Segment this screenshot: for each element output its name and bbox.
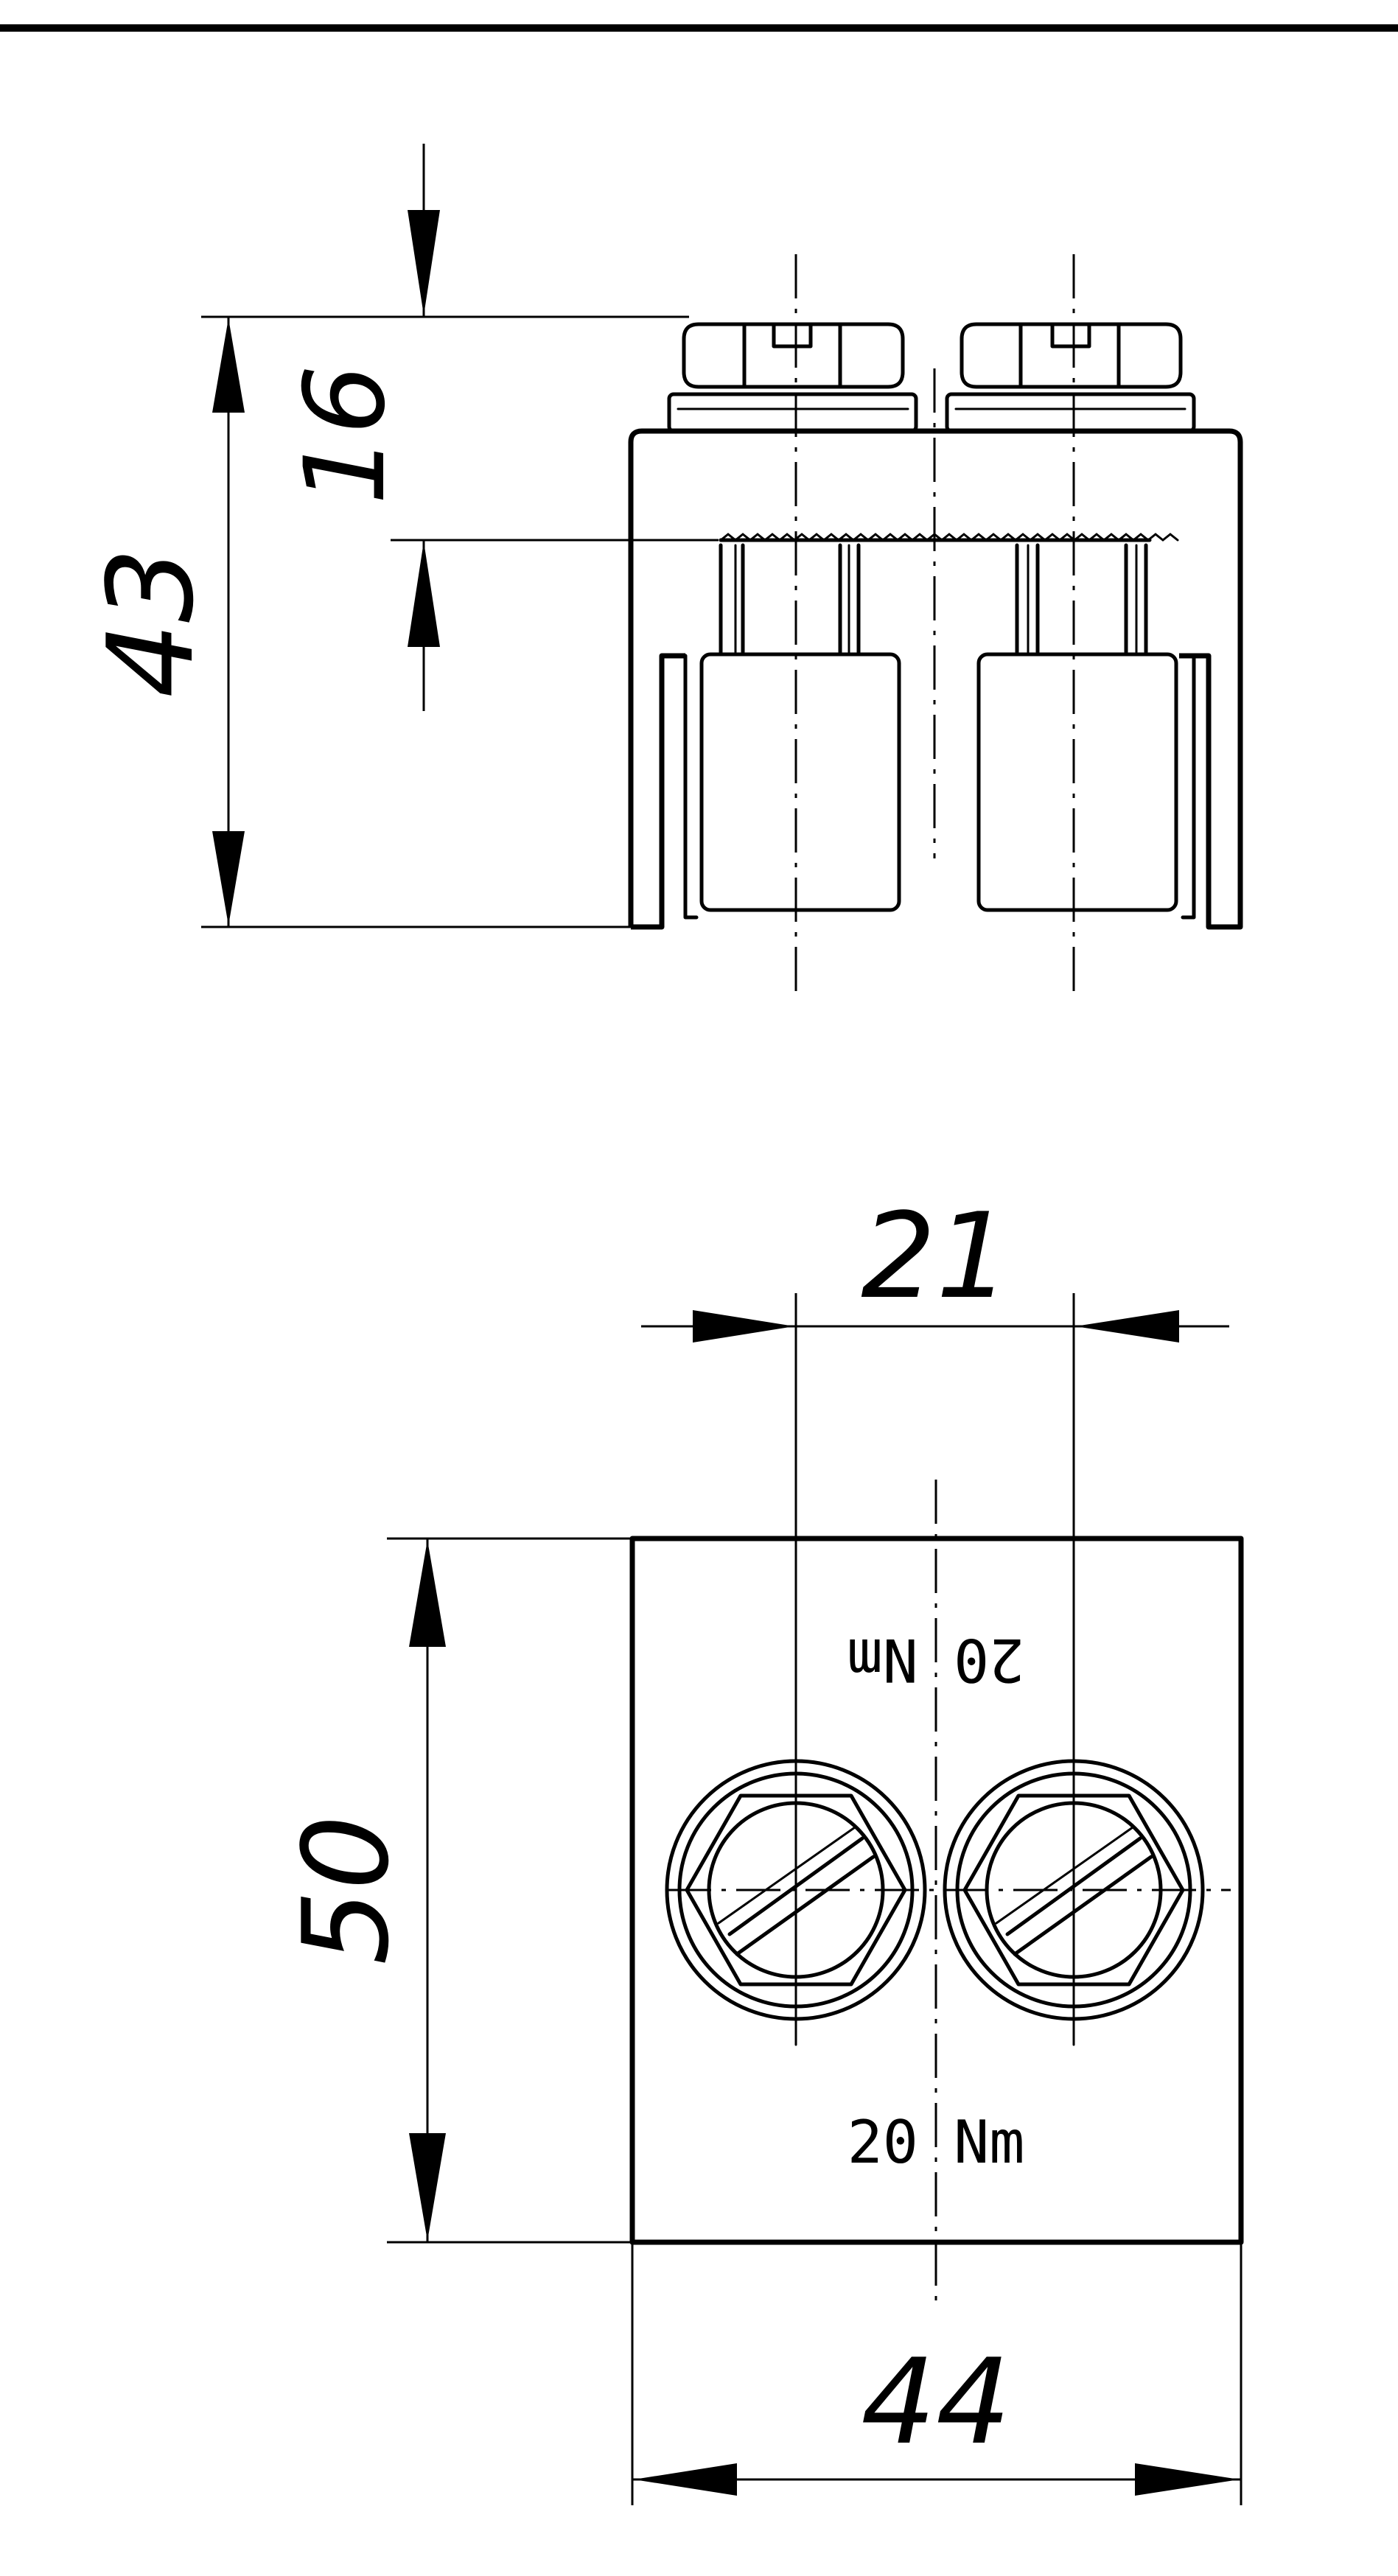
housing-inner-lip-right xyxy=(1181,654,1196,920)
dimension-21-label: 21 xyxy=(861,1187,1011,1325)
top-view: 21 20 Nm 20 Nm xyxy=(277,1187,1244,2505)
clamp-body-left xyxy=(699,652,901,912)
screw-head-right-facets xyxy=(1018,322,1121,389)
screw-top-right xyxy=(943,1759,1205,2021)
housing-outline xyxy=(628,428,1243,930)
screw-shank-right xyxy=(1015,543,1148,654)
dimension-16-label: 16 xyxy=(282,365,410,505)
housing-inner-lip-left xyxy=(683,654,699,920)
screw-head-left xyxy=(682,322,905,389)
dimension-44 xyxy=(631,2242,1243,2505)
dimension-44-label: 44 xyxy=(861,2333,1011,2471)
dimension-50-label: 50 xyxy=(277,1815,415,1965)
washer-right xyxy=(945,392,1196,433)
dimension-43 xyxy=(201,315,689,928)
clamp-body-right xyxy=(976,652,1178,912)
side-view: 43 16 xyxy=(82,144,1243,991)
screw-shank-left xyxy=(719,543,861,654)
torque-note-upside-down: 20 Nm xyxy=(847,1625,1025,1694)
screw-head-left-facets xyxy=(742,322,842,389)
washer-left xyxy=(667,392,918,433)
dimension-16 xyxy=(391,144,719,711)
torque-note: 20 Nm xyxy=(847,2108,1025,2177)
dimension-43-label: 43 xyxy=(82,547,220,698)
screw-top-left xyxy=(665,1759,927,2021)
dimension-21 xyxy=(641,1293,1229,1536)
screw-head-right xyxy=(960,322,1183,389)
dimension-50 xyxy=(387,1537,630,2244)
